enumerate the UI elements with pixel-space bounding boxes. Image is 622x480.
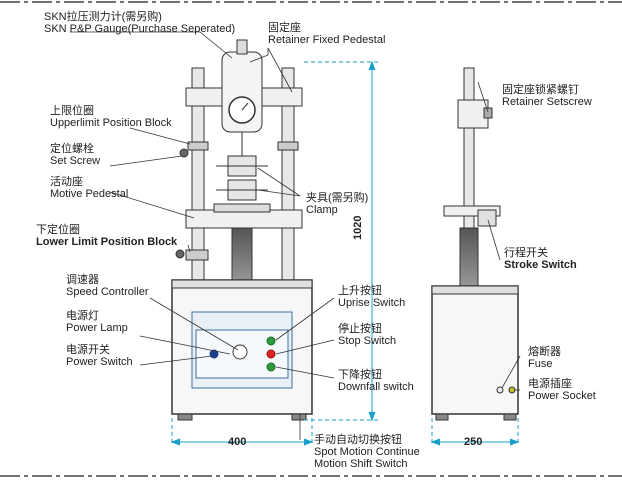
retainer-fixed-label-cn: 固定座	[268, 22, 301, 34]
upperlimit-label: 上限位圈 Upperlimit Position Block	[50, 105, 172, 129]
gauge-top-screw	[236, 39, 248, 55]
downfall-label-cn: 下降按钮	[338, 369, 382, 381]
stop-label: 停止按钮 Stop Switch	[338, 323, 396, 347]
uprise-button	[266, 336, 276, 346]
uprise-label: 上升按钮 Uprise Switch	[338, 285, 405, 309]
power-switch-label-en: Power Switch	[66, 356, 133, 368]
upperlimit-label-en: Upperlimit Position Block	[50, 117, 172, 129]
retainer-fixed-label-en: Retainer Fixed Pedestal	[268, 34, 386, 46]
clamp-label-cn: 夹具(需另购)	[306, 192, 369, 204]
retainer-setscrew-label: 固定座锁紧螺钉 Retainer Setscrew	[502, 84, 592, 108]
side-cabinet	[431, 285, 519, 415]
side-view	[431, 67, 519, 421]
stroke-switch-label-cn: 行程开关	[504, 247, 548, 259]
dim-height: 1020	[352, 215, 364, 240]
gauge-label-en: SKN P&P Gauge(Purchase Seperated)	[44, 23, 236, 35]
upperlimit-block-left	[187, 141, 209, 151]
speed-controller-label-en: Speed Controller	[66, 286, 149, 298]
downfall-button	[266, 362, 276, 372]
dim-width-side: 250	[464, 436, 483, 448]
retainer-setscrew-label-en: Retainer Setscrew	[502, 96, 592, 108]
gauge-label-cn: SKN拉压测力计(需另购)	[44, 11, 162, 23]
motive-pedestal-label: 活动座 Motive Pedestal	[50, 176, 128, 200]
gauge-label: SKN拉压测力计(需另购) SKN P&P Gauge(Purchase Sep…	[44, 11, 235, 35]
side-retainer	[457, 99, 489, 129]
retainer-fixed-label: 固定座 Retainer Fixed Pedestal	[268, 22, 385, 46]
side-motive-pedestal	[443, 205, 501, 217]
speed-knob	[232, 344, 248, 360]
power-socket-label: 电源插座 Power Socket	[528, 378, 596, 402]
power-lamp-label-en: Power Lamp	[66, 322, 128, 334]
lower-limit-label-cn: 下定位圈	[36, 224, 80, 236]
downfall-label-en: Downfall switch	[338, 381, 414, 393]
dim-width-front: 400	[228, 436, 247, 448]
power-lamp-label-cn: 电源灯	[66, 310, 99, 322]
stroke-switch-label-en: Stroke Switch	[504, 259, 577, 271]
fuse-label: 熔断器 Fuse	[528, 346, 561, 370]
fuse-label-cn: 熔断器	[528, 346, 561, 358]
motion-shift-label-en1: Spot Motion Continue	[314, 446, 420, 458]
stroke-switch-label: 行程开关 Stroke Switch	[504, 247, 577, 271]
uprise-label-cn: 上升按钮	[338, 285, 382, 297]
power-switch-label: 电源开关 Power Switch	[66, 344, 133, 368]
dimension-lines	[170, 60, 520, 446]
lead-screw-cover	[231, 227, 253, 285]
set-screw-label-en: Set Screw	[50, 155, 101, 167]
fuse-label-en: Fuse	[528, 358, 553, 370]
uprise-label-en: Uprise Switch	[338, 297, 406, 309]
fuse	[496, 386, 504, 394]
power-socket-label-cn: 电源插座	[528, 378, 572, 390]
power-socket-label-en: Power Socket	[528, 390, 596, 402]
motion-shift-label: 手动自动切换按钮 Spot Motion Continue Motion Shi…	[314, 434, 420, 470]
motive-pedestal-label-cn: 活动座	[50, 176, 83, 188]
lower-limit-block	[185, 249, 209, 261]
stop-button	[266, 349, 276, 359]
lower-limit-label: 下定位圈 Lower Limit Position Block	[36, 224, 177, 248]
motive-pedestal-label-en: Motive Pedestal	[50, 188, 129, 200]
clamp-label: 夹具(需另购) Clamp	[306, 192, 368, 216]
motion-shift-label-cn: 手动自动切换按钮	[314, 434, 402, 446]
speed-controller-label-cn: 调速器	[66, 274, 99, 286]
clamp-label-en: Clamp	[306, 204, 338, 216]
front-view	[171, 39, 313, 421]
retainer-setscrew-label-cn: 固定座锁紧螺钉	[502, 84, 579, 96]
set-screw	[179, 148, 189, 158]
motive-pedestal	[185, 209, 303, 229]
stop-label-cn: 停止按钮	[338, 323, 382, 335]
stroke-switch	[477, 209, 497, 227]
upperlimit-block-right	[277, 141, 299, 151]
upperlimit-label-cn: 上限位圈	[50, 105, 94, 117]
lower-limit-label-en: Lower Limit Position Block	[36, 236, 178, 248]
set-screw-label: 定位螺栓 Set Screw	[50, 143, 100, 167]
power-switch-label-cn: 电源开关	[66, 344, 110, 356]
leader-lines	[70, 31, 521, 440]
set-screw-label-cn: 定位螺栓	[50, 143, 94, 155]
power-lamp-label: 电源灯 Power Lamp	[66, 310, 128, 334]
motion-shift-label-en2: Motion Shift Switch	[314, 458, 408, 470]
downfall-label: 下降按钮 Downfall switch	[338, 369, 414, 393]
stop-label-en: Stop Switch	[338, 335, 397, 347]
speed-controller-label: 调速器 Speed Controller	[66, 274, 149, 298]
